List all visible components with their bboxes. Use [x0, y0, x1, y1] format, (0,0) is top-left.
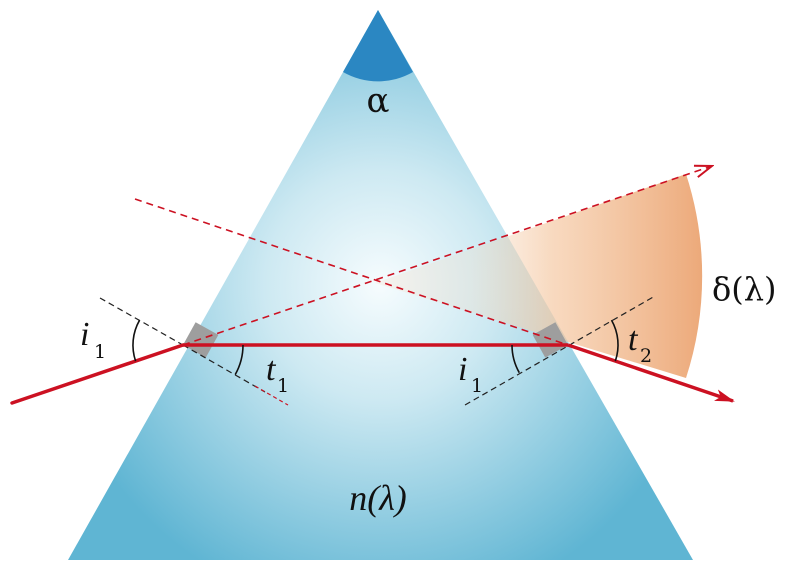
refractive-index-label: n(λ): [349, 478, 407, 518]
arc-refraction-left: [234, 344, 244, 375]
svg-text:1: 1: [277, 375, 289, 397]
normal-right: [464, 295, 656, 406]
incident-ray: [10, 343, 185, 405]
incidence-right-label: i 1: [458, 351, 483, 397]
normal-left-outer: [99, 297, 184, 346]
prism-body: [68, 10, 693, 560]
svg-text:i: i: [80, 316, 89, 353]
right-angle-marker-left: [183, 322, 219, 358]
svg-text:t: t: [628, 321, 639, 358]
arc-incidence-left: [132, 319, 141, 362]
emergent-ray: [567, 343, 735, 403]
normal-left-inner-red: [254, 385, 289, 406]
svg-text:t: t: [266, 351, 277, 388]
normal-left-inner: [182, 344, 266, 393]
incidence-left-label: i 1: [80, 316, 106, 363]
svg-text:i: i: [458, 351, 467, 388]
arc-incidence-right: [511, 344, 521, 374]
deviation-label: δ(λ): [712, 270, 777, 308]
svg-text:1: 1: [471, 375, 483, 397]
right-angle-marker-right: [532, 322, 568, 358]
svg-text:2: 2: [640, 345, 652, 367]
extended-incident-ray: [182, 166, 712, 346]
refraction-right-label: t 2: [628, 321, 652, 367]
deviation-fan: [375, 174, 703, 378]
refraction-left-label: t 1: [266, 351, 289, 397]
arc-refraction-right: [610, 319, 619, 362]
svg-text:1: 1: [94, 341, 106, 363]
apex-angle-label: α: [367, 81, 390, 121]
extended-emergent-ray: [134, 198, 569, 346]
apex-angle-wedge: [343, 10, 413, 82]
